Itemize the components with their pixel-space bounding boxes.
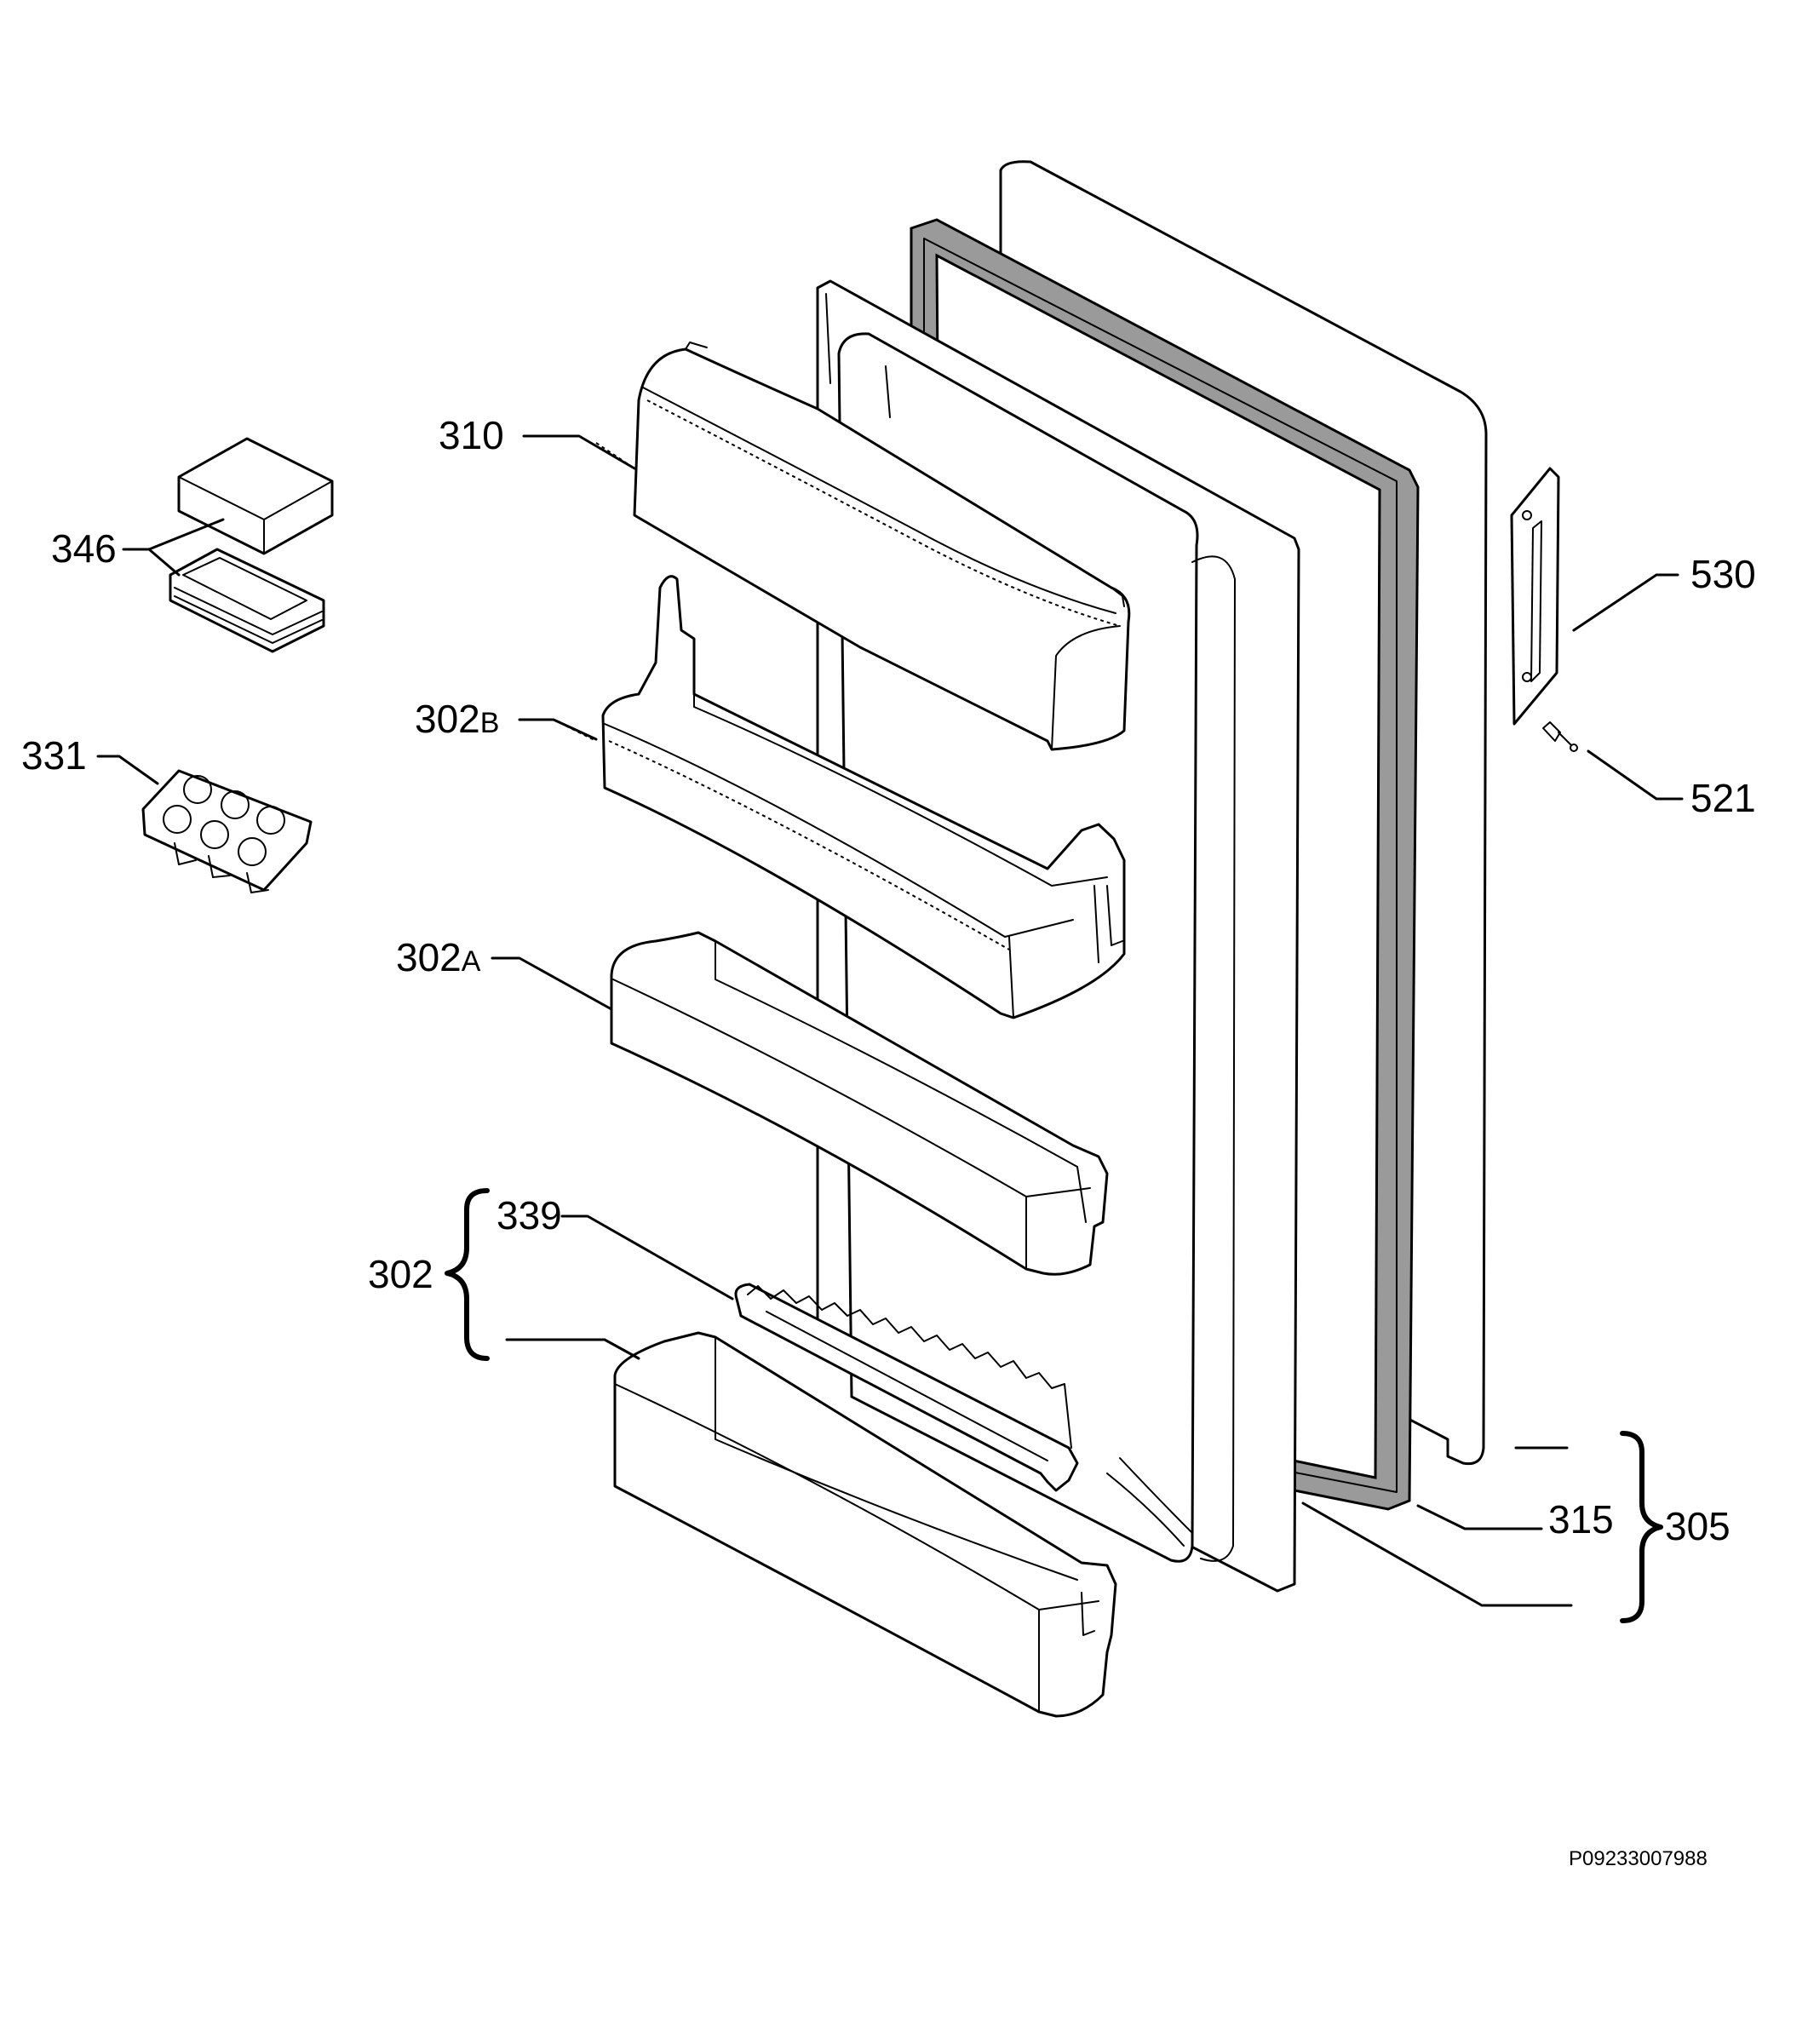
door-shelf-302-bottom [613, 1331, 1117, 1718]
callout-302B-suffix: B [480, 707, 500, 739]
callout-302A-suffix: A [462, 945, 481, 978]
brace-302 [445, 1188, 490, 1361]
callout-302B-number: 302 [415, 697, 480, 741]
callout-331: 331 [21, 733, 87, 778]
hinge-cover-530 [1510, 467, 1560, 726]
dairy-box-346 [169, 437, 334, 653]
callout-339: 339 [496, 1193, 562, 1237]
callout-530: 530 [1690, 552, 1756, 596]
callout-302B: 302B [415, 697, 499, 741]
callout-302A-number: 302 [396, 935, 462, 979]
callout-521: 521 [1690, 776, 1756, 820]
brace-305 [1620, 1431, 1663, 1623]
callout-315: 315 [1548, 1497, 1614, 1542]
screw-521 [1542, 721, 1578, 752]
callout-346: 346 [51, 526, 117, 571]
dairy-compartment-310 [633, 342, 1131, 751]
door-shelf-302B [601, 575, 1126, 1019]
callout-305: 305 [1665, 1504, 1731, 1548]
door-shelf-302A [610, 931, 1109, 1276]
bottle-divider-339 [734, 1283, 1079, 1492]
leader-lines [96, 434, 1684, 1607]
callout-302: 302 [368, 1252, 433, 1296]
egg-tray-331 [141, 769, 313, 893]
callout-302A: 302A [396, 935, 481, 979]
callout-310: 310 [439, 413, 504, 457]
drawing-code: P09233007988 [1569, 1847, 1708, 1870]
